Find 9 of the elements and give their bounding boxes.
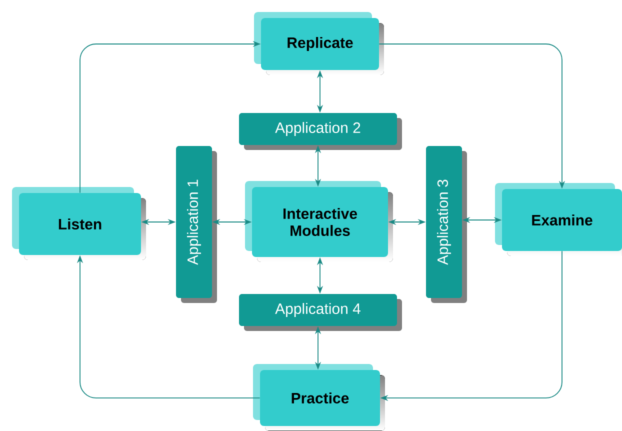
- module-box: Examine: [495, 183, 622, 256]
- module-box: Interactive Modules: [245, 181, 393, 262]
- module-box: Replicate: [254, 12, 384, 75]
- application-box: Application 1: [176, 146, 217, 303]
- module-box: Practice: [253, 364, 385, 431]
- application-box: Application 2: [239, 113, 402, 150]
- application-box: Application 3: [426, 146, 467, 303]
- application-box: Application 4: [239, 294, 402, 331]
- module-box: Listen: [12, 187, 146, 260]
